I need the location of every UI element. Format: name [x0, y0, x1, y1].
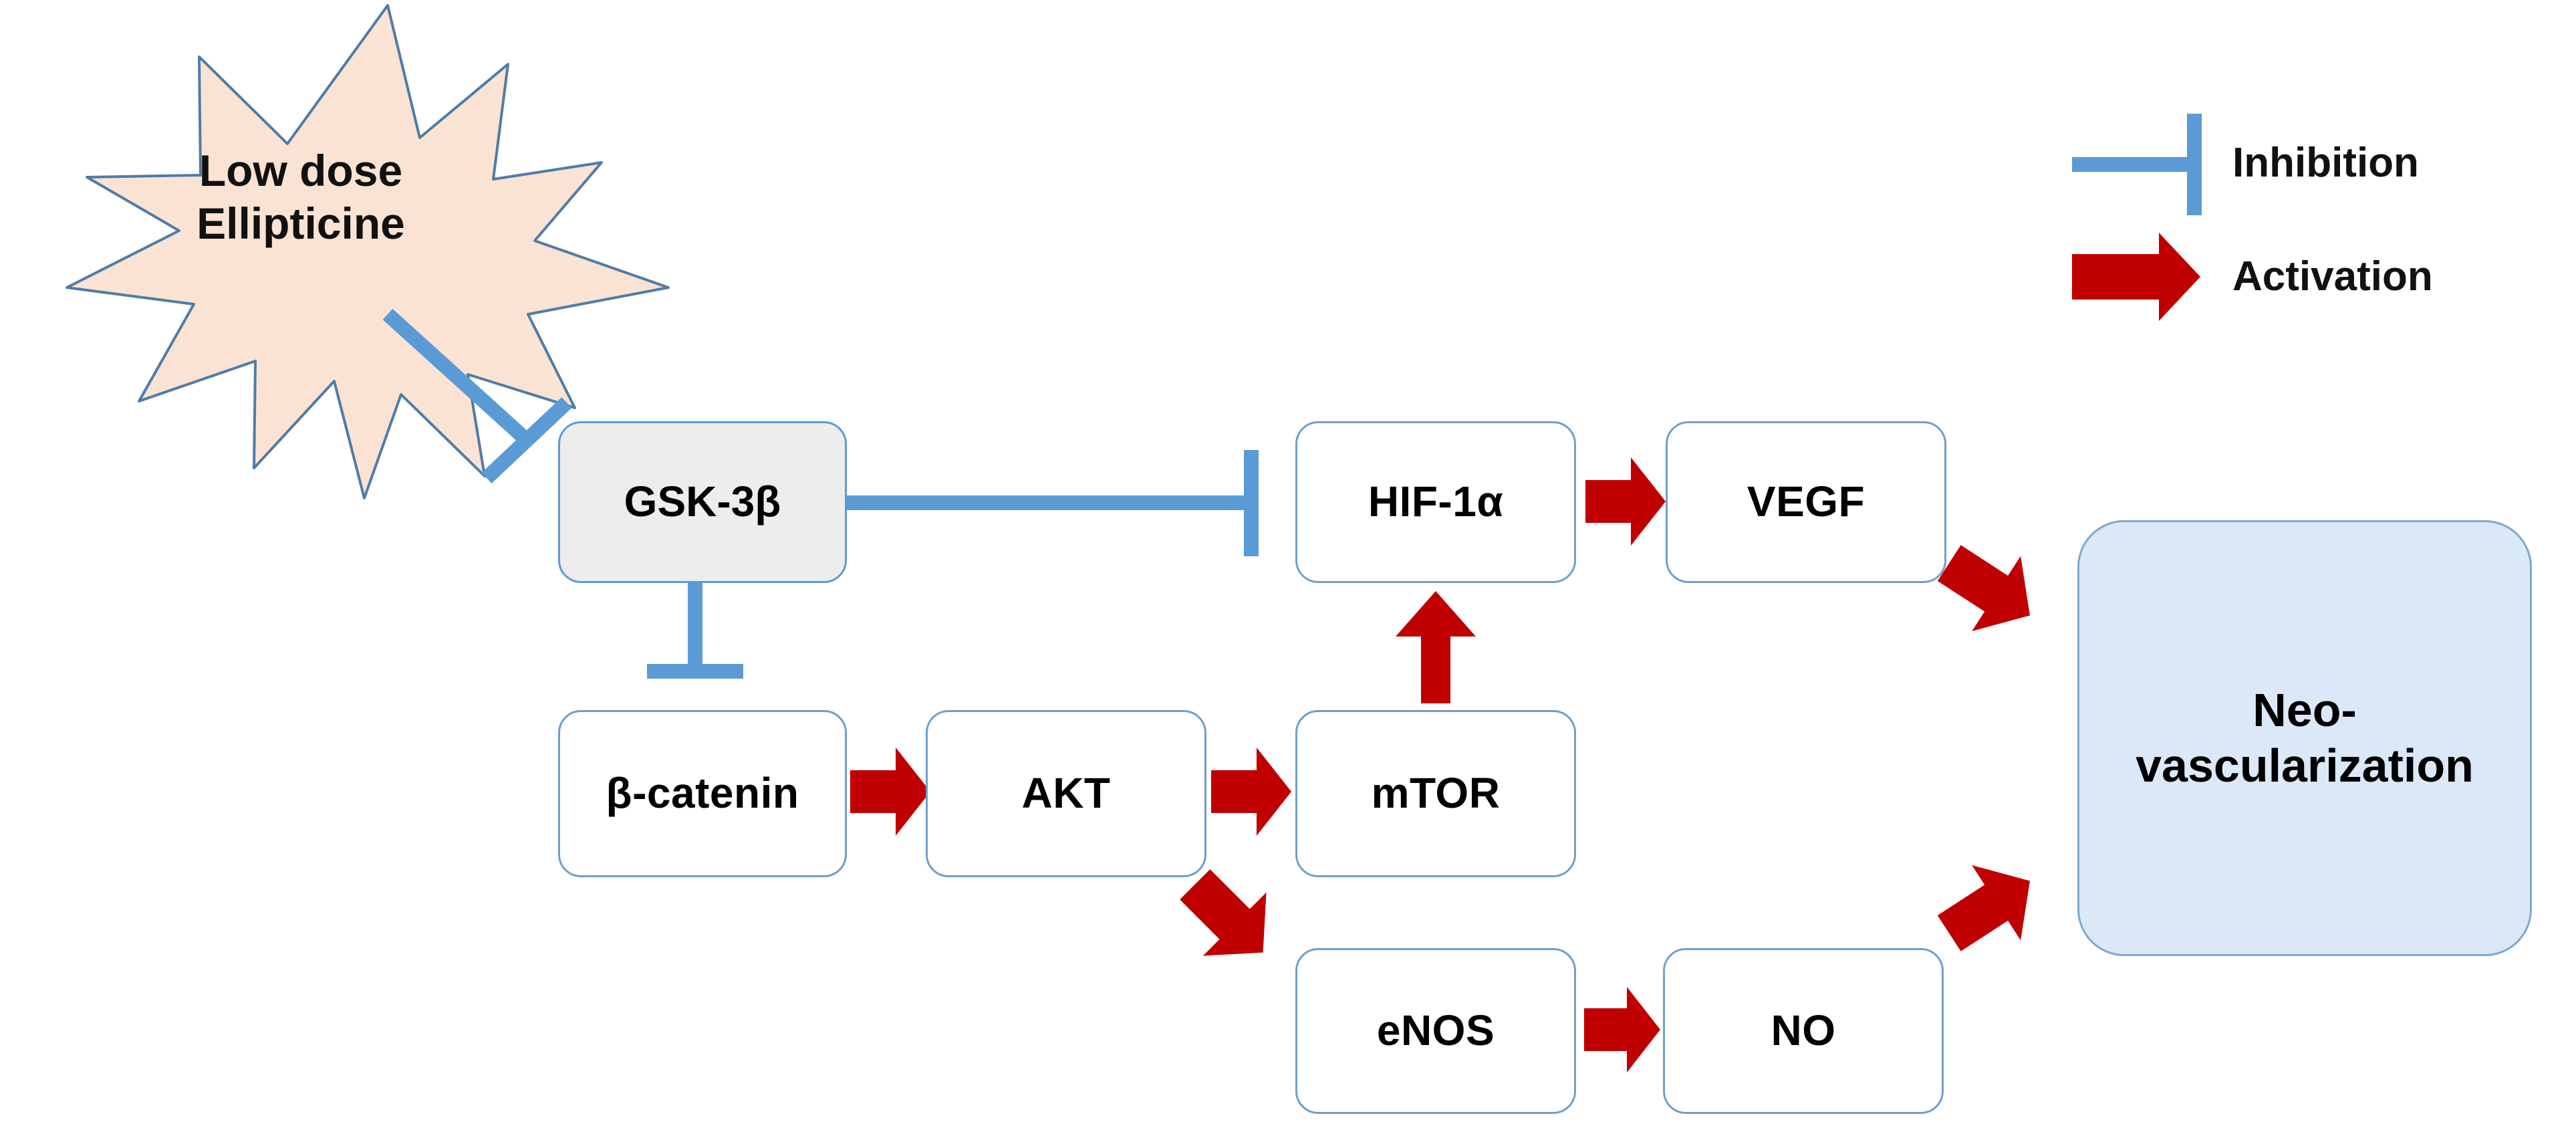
- arrow-akt-to-mtor: [1211, 748, 1291, 836]
- arrow-vegf-to-neovascularization: [1937, 545, 2030, 632]
- edge-gsk3b-inhibits-bcatenin: [647, 582, 743, 679]
- node-neovascularization-label-line1: Neo-: [2252, 684, 2357, 737]
- node-vegf-label: VEGF: [1747, 477, 1865, 526]
- node-gsk3b-label: GSK-3β: [624, 477, 781, 526]
- node-bcatenin-label: β-catenin: [606, 769, 799, 818]
- node-akt[interactable]: AKT: [926, 710, 1206, 877]
- edge-gsk3b-inhibits-hif1a: [846, 450, 1259, 556]
- node-no-label: NO: [1771, 1006, 1836, 1055]
- arrow-akt-to-enos: [1180, 869, 1267, 956]
- node-gsk3b[interactable]: GSK-3β: [558, 421, 847, 583]
- arrow-hif1a-to-vegf: [1585, 457, 1666, 546]
- node-hif1a-label: HIF-1α: [1368, 477, 1504, 526]
- node-hif1a[interactable]: HIF-1α: [1295, 421, 1576, 583]
- node-enos[interactable]: eNOS: [1295, 948, 1576, 1114]
- node-neovascularization[interactable]: Neo- vascularization: [2077, 520, 2532, 956]
- node-enos-label: eNOS: [1376, 1006, 1495, 1055]
- node-bcatenin[interactable]: β-catenin: [558, 710, 847, 877]
- arrow-bcatenin-to-akt: [850, 748, 930, 836]
- legend-inhibition-label: Inhibition: [2232, 140, 2419, 186]
- arrow-enos-to-no: [1584, 987, 1660, 1072]
- arrow-mtor-to-hif1a: [1396, 591, 1476, 703]
- legend-activation-label: Activation: [2232, 253, 2433, 300]
- node-vegf[interactable]: VEGF: [1666, 421, 1946, 583]
- legend-inhibition-icon: [2072, 114, 2202, 215]
- starburst-shape: [66, 4, 670, 499]
- node-no[interactable]: NO: [1663, 948, 1944, 1114]
- edge-ellipticine-inhibits-gsk3b: [382, 308, 572, 484]
- node-akt-label: AKT: [1021, 769, 1111, 818]
- legend-activation-icon: [2072, 233, 2200, 321]
- node-mtor-label: mTOR: [1371, 769, 1501, 818]
- node-neovascularization-label-line2: vascularization: [2136, 739, 2474, 792]
- arrow-no-to-neovascularization: [1937, 865, 2030, 951]
- node-mtor[interactable]: mTOR: [1295, 710, 1576, 877]
